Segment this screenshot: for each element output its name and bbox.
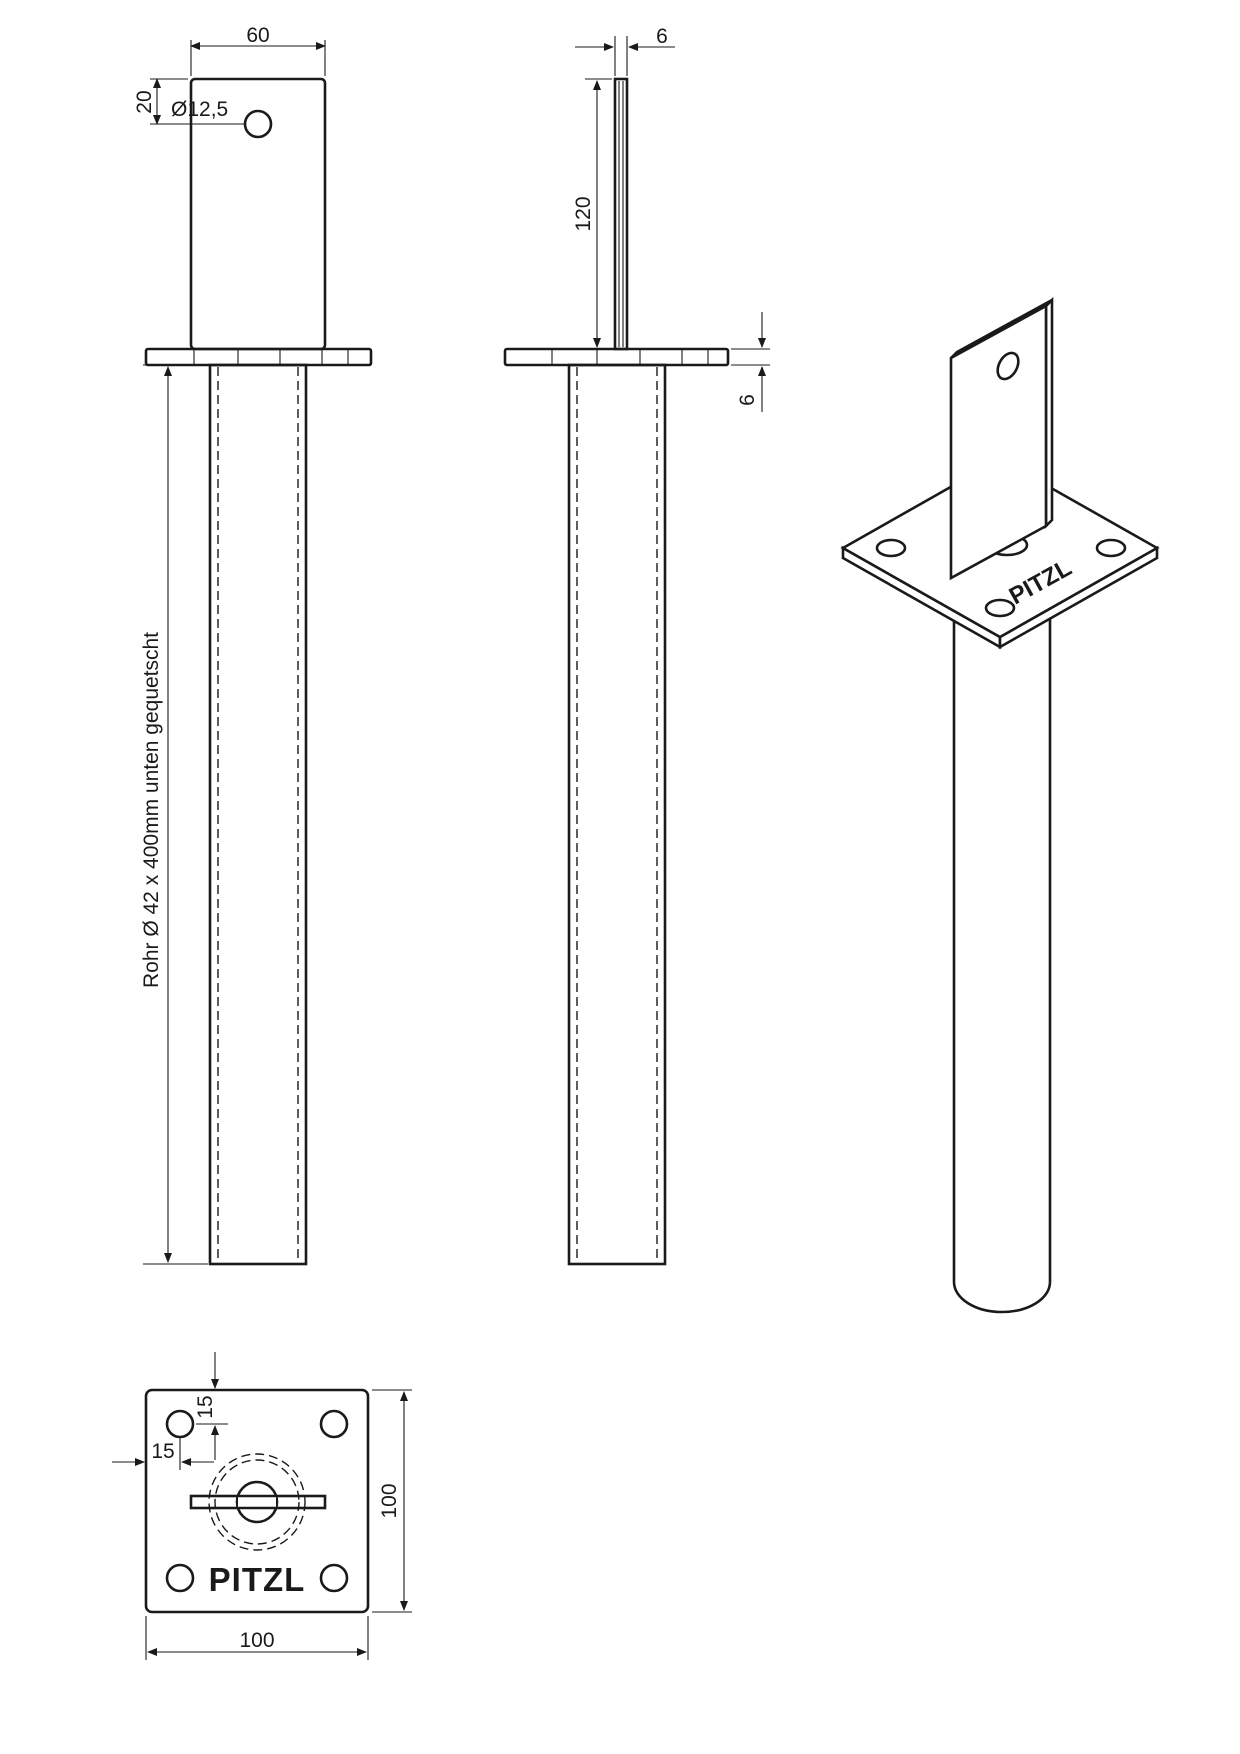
plan-height-label: 100 bbox=[378, 1483, 401, 1518]
iso-tube-bottom bbox=[952, 1281, 1052, 1314]
side-view bbox=[503, 77, 730, 1266]
front-view-tab-hole bbox=[243, 109, 273, 139]
iso-plate-hole bbox=[984, 598, 1016, 618]
plan-view: PITZL bbox=[144, 1388, 370, 1614]
iso-tab-hole bbox=[996, 351, 1020, 381]
plan-brand-label: PITZL bbox=[209, 1561, 306, 1598]
plan-plate-hole bbox=[165, 1409, 195, 1439]
plan-plate-hole bbox=[319, 1409, 349, 1439]
side-view-tube bbox=[567, 363, 667, 1266]
plan-plate-hole bbox=[165, 1563, 195, 1593]
plan-base-plate bbox=[144, 1388, 370, 1614]
height-dimension-label: 120 bbox=[572, 196, 595, 231]
front-view-tube bbox=[208, 363, 308, 1266]
side-view-tab bbox=[613, 77, 629, 351]
iso-tab bbox=[949, 303, 1048, 581]
plan-hole-y-label: 15 bbox=[194, 1395, 217, 1418]
tube-label: Rohr Ø 42 x 400mm unten gequetscht bbox=[140, 632, 163, 988]
plan-view-dimensions: 15 15 100 100 bbox=[112, 1352, 412, 1660]
side-view-base-plate bbox=[503, 347, 730, 367]
front-view bbox=[144, 77, 373, 1266]
iso-plate-hole bbox=[1095, 538, 1127, 558]
hole-diameter-label: Ø12,5 bbox=[171, 98, 228, 121]
plate-thickness-label: 6 bbox=[736, 394, 759, 406]
side-view-dimensions: 6 120 6 bbox=[572, 25, 770, 412]
hole-offset-label: 20 bbox=[133, 90, 156, 113]
plan-width-label: 100 bbox=[239, 1629, 274, 1652]
thickness-dimension-label: 6 bbox=[656, 25, 668, 48]
front-view-base-plate bbox=[144, 347, 373, 367]
plan-hole-x-label: 15 bbox=[151, 1440, 174, 1463]
front-view-dimensions: 60 20 Ø12,5 Rohr Ø 42 x 400mm unten gequ… bbox=[133, 24, 326, 1265]
plan-plate-hole bbox=[319, 1563, 349, 1593]
iso-plate-hole bbox=[875, 538, 907, 558]
isometric-view: PITZL bbox=[840, 296, 1160, 1314]
width-dimension-label: 60 bbox=[246, 24, 269, 47]
